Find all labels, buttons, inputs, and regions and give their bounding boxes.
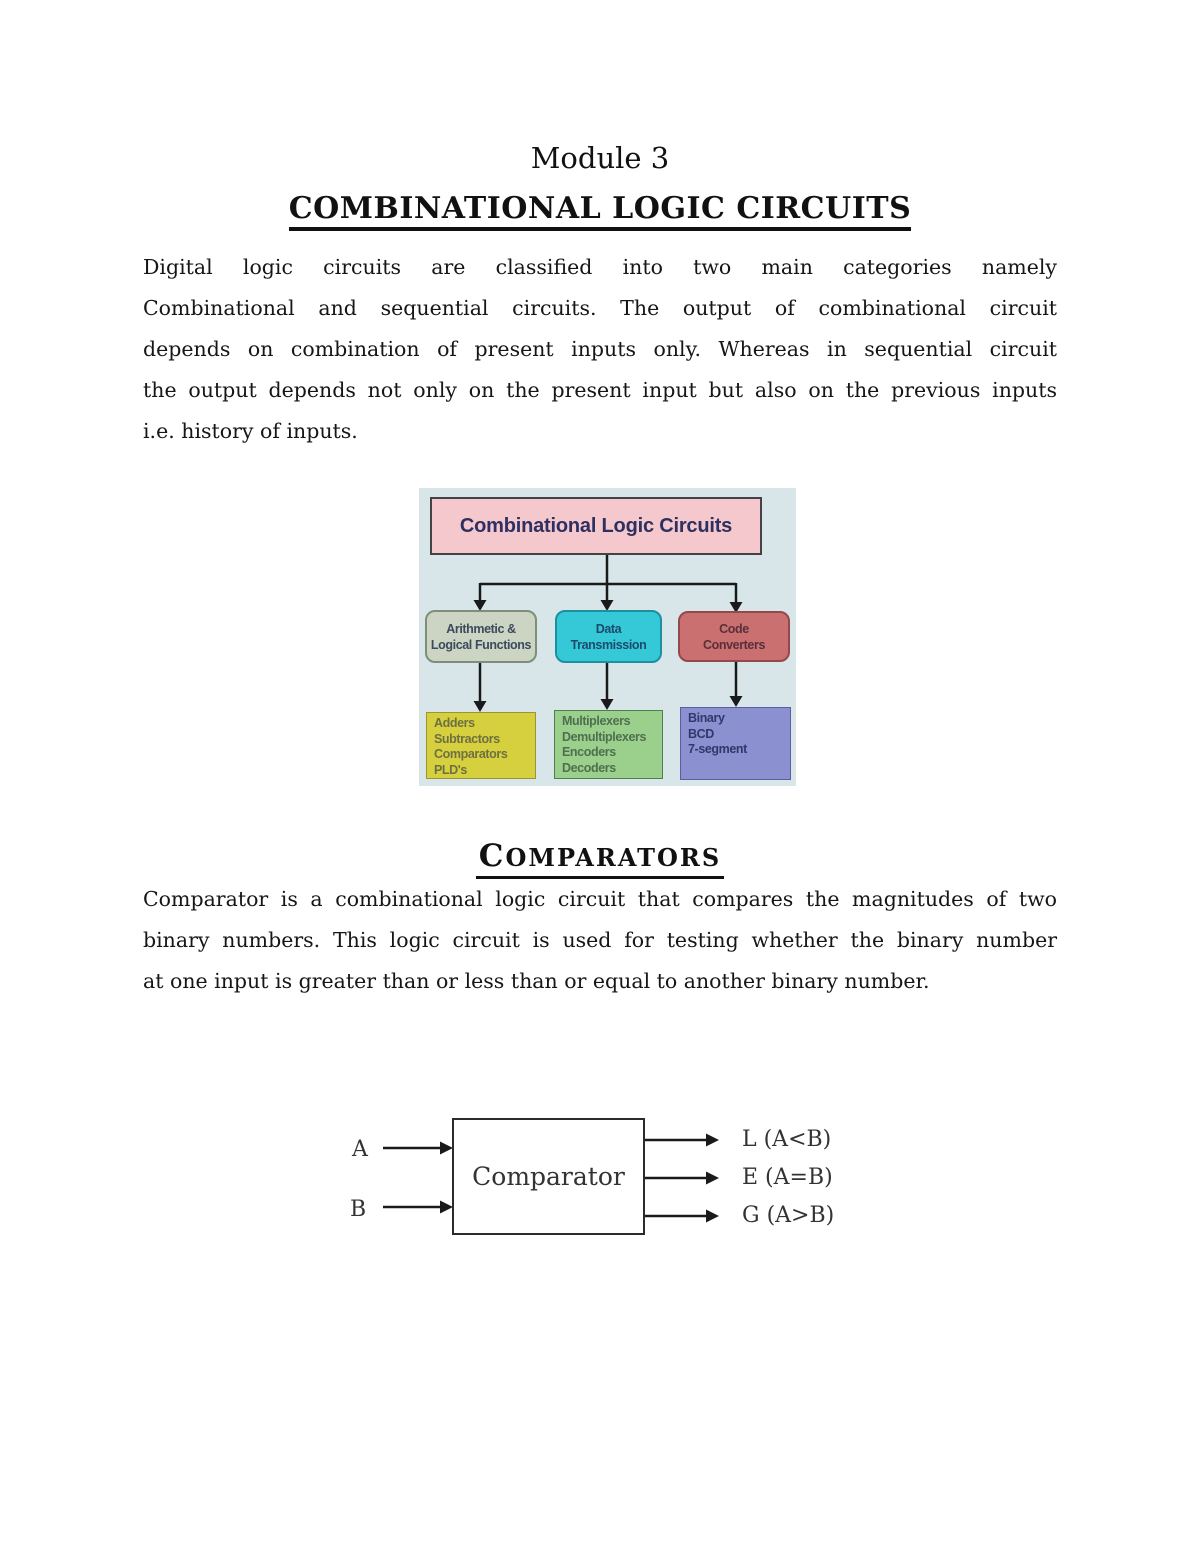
paragraph-line: the output depends not only on the prese… (143, 378, 1057, 402)
leaf-item: PLD's (434, 762, 467, 777)
branch-label-line: Code (719, 621, 749, 636)
leaf-item: BCD (688, 726, 714, 741)
leaf-item: Decoders (562, 760, 616, 775)
comparator-arrows (383, 1133, 719, 1223)
leaf-item: Binary (688, 711, 725, 725)
flowchart-root-label: Combinational Logic Circuits (459, 514, 733, 537)
branch-label-line: Transmission (570, 637, 647, 652)
page-title: Module 3 (530, 141, 670, 175)
paragraph-line: Combinational and sequential circuits. T… (143, 296, 1057, 320)
leaf-item: Encoders (562, 745, 616, 759)
main-heading-text: COMBINATIONAL LOGIC CIRCUITS (288, 191, 912, 231)
flowchart-figure: Combinational Logic Circuits Arithmetic … (419, 488, 796, 786)
flowchart-leaf-code-items: Binary BCD 7-segment (680, 707, 791, 780)
comparators-paragraph: Comparator is a combinational logic circ… (143, 879, 1057, 1002)
leaf-item: Subtractors (434, 731, 500, 746)
input-a-label: A (352, 1137, 368, 1162)
flowchart-branch-data-transmission: Data Transmission (555, 610, 662, 663)
leaf-item: Demultiplexers (562, 729, 647, 744)
leaf-item: Adders (434, 716, 475, 730)
leaf-item: 7-segment (688, 742, 747, 756)
branch-label-line: Logical Functions (430, 637, 532, 652)
branch-label-line: Arithmetic & (446, 621, 516, 636)
leaf-item: Comparators (434, 747, 508, 761)
output-e-label: E (A=B) (742, 1165, 833, 1190)
comparator-box: Comparator (452, 1118, 645, 1235)
paragraph-line: i.e. history of inputs. (143, 419, 358, 443)
leaf-item: Multiplexers (562, 714, 631, 728)
input-b-label: B (350, 1197, 367, 1222)
main-heading: COMBINATIONAL LOGIC CIRCUITS (0, 191, 1200, 231)
flowchart-leaf-data-items: Multiplexers Demultiplexers Encoders Dec… (554, 710, 663, 779)
intro-paragraph: Digital logic circuits are classified in… (143, 247, 1057, 452)
comparators-heading-text: COMPARATORS (475, 838, 725, 879)
paragraph-line: Digital logic circuits are classified in… (143, 255, 1057, 279)
flowchart-root-box: Combinational Logic Circuits (430, 497, 762, 555)
flowchart-leaf-arithmetic-items: Adders Subtractors Comparators PLD's (426, 712, 536, 779)
branch-label-line: Converters (703, 637, 765, 652)
flowchart-connector-arrows (473, 555, 743, 712)
paragraph-line: depends on combination of present inputs… (143, 337, 1057, 361)
comparators-heading: COMPARATORS (0, 838, 1200, 879)
branch-label-line: Data (595, 621, 622, 636)
comparator-box-label: Comparator (472, 1162, 625, 1191)
flowchart-branch-arithmetic: Arithmetic & Logical Functions (425, 610, 537, 663)
output-g-label: G (A>B) (742, 1203, 835, 1228)
paragraph-line: at one input is greater than or less tha… (143, 969, 930, 993)
paragraph-line: Comparator is a combinational logic circ… (143, 887, 1057, 911)
output-l-label: L (A<B) (742, 1127, 832, 1152)
flowchart-branch-code-converters: Code Converters (678, 611, 790, 662)
paragraph-line: binary numbers. This logic circuit is us… (143, 928, 1057, 952)
